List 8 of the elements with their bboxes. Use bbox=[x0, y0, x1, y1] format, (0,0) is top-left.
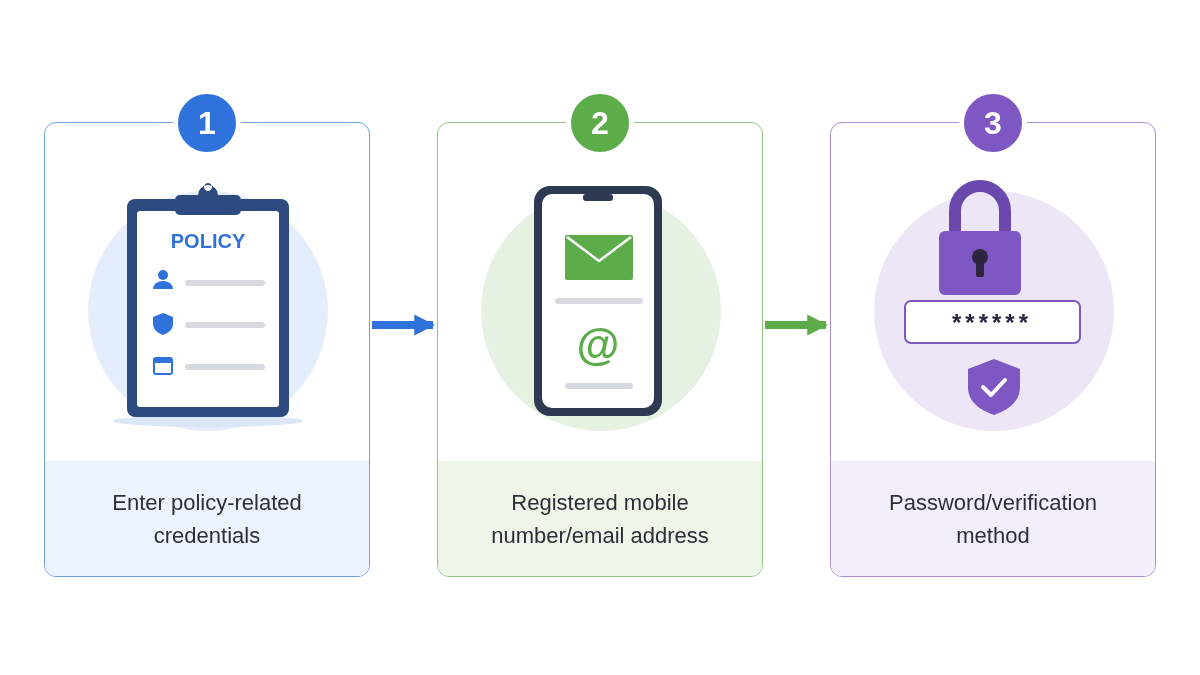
arrow bbox=[372, 314, 436, 336]
step-caption: Password/verification method bbox=[888, 488, 1098, 550]
masked-password: ****** bbox=[952, 309, 1032, 337]
step-caption: Registered mobile number/email address bbox=[490, 488, 710, 550]
at-sign-icon: @ bbox=[576, 320, 620, 370]
arrow bbox=[765, 314, 829, 336]
step-caption: Enter policy-related credentials bbox=[111, 488, 303, 550]
form-title: POLICY bbox=[170, 229, 246, 253]
